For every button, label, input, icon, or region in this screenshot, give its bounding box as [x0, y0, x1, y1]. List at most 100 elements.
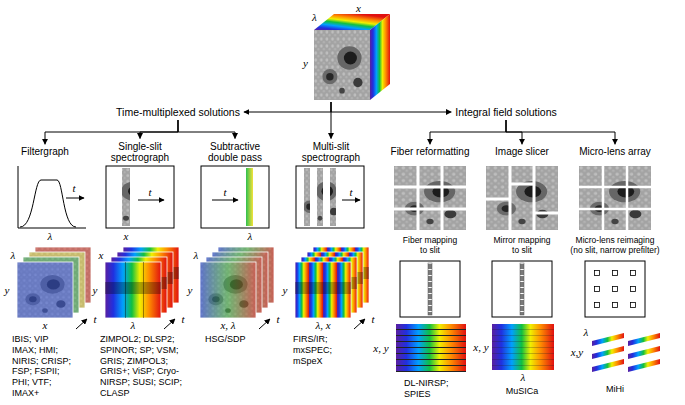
single-slit-panel: [96, 166, 174, 228]
multi-slit-panel: [299, 168, 344, 226]
single-slit-panel: [106, 166, 174, 228]
axis-label: t: [371, 313, 374, 325]
filtergraph-data-stack: [17, 247, 91, 329]
method-heading: Image slicer: [493, 145, 551, 159]
axis-label: t: [276, 313, 279, 325]
caption-text: Micro-lens reimaging (no slit, narrow pr…: [569, 236, 661, 256]
double-pass-panel: [212, 200, 238, 201]
micro-lens-illustration: [628, 346, 660, 359]
axis-label: x,y: [571, 346, 584, 358]
heading-text: Time-multiplexed solutions: [116, 106, 240, 118]
filtergraph-data-stack: [76, 319, 87, 329]
double-pass-panel: [201, 166, 269, 228]
axis-label: λ: [248, 230, 253, 242]
micro-lens-illustration: [592, 346, 624, 359]
heading-text: Micro-lens array: [579, 146, 651, 158]
micro-lens-illustration: [592, 359, 624, 372]
axis-label: y: [303, 57, 308, 69]
axis-label: x: [43, 319, 48, 331]
solar-image-face: [314, 30, 370, 100]
micro-lens-illustration: [579, 166, 651, 230]
image-slicer-illustration: [492, 324, 554, 370]
filter-profile-plot: [20, 180, 76, 227]
axis-label: x, y: [373, 342, 388, 354]
single-slit-data-stack: [143, 262, 144, 318]
micro-lens-illustration: [613, 287, 618, 292]
micro-lens-illustration: [595, 271, 636, 308]
filtergraph-data-stack: [17, 262, 73, 318]
fiber-ifu-illustration: [394, 166, 466, 372]
fiber-ifu-illustration: [394, 166, 466, 230]
caption-text: Mirror mapping to slit: [491, 236, 553, 256]
axis-label: t: [181, 313, 184, 325]
multi-slit-panel: [298, 168, 343, 226]
instrument-list: DL-NIRSP; SPIES: [404, 378, 459, 400]
single-slit-panel: [96, 168, 156, 226]
multi-slit-panel: [296, 166, 364, 228]
connector-arrow: [244, 102, 331, 112]
connector-arrow: [178, 120, 235, 138]
axis-label: t: [72, 182, 75, 194]
double-pass-data-stack: [200, 262, 256, 318]
heading-text: Multi-slit spectrograph: [301, 141, 361, 164]
image-slicer-illustration: [486, 166, 558, 230]
filter-profile-plot: [66, 198, 84, 199]
image-slicer-illustration: [486, 166, 558, 370]
micro-lens-illustration: [579, 166, 651, 230]
instrument-list: FIRS/IR; mxSPEC; mSpeX: [293, 334, 343, 366]
axis-label: x: [99, 249, 104, 261]
micro-lens-illustration: [628, 359, 660, 372]
category-heading: Integral field solutions: [453, 105, 559, 119]
single-slit-data-stack: [105, 262, 161, 318]
axis-label: x, y: [473, 341, 488, 353]
axis-label: y: [188, 284, 193, 296]
fiber-ifu-illustration: [396, 324, 466, 372]
micro-lens-illustration: [631, 271, 636, 276]
single-slit-data-stack: [125, 262, 126, 318]
multi-slit-panel: [298, 168, 343, 226]
method-heading: Multi-slit spectrograph: [299, 140, 363, 165]
axis-label: t: [349, 186, 352, 198]
instrument-list: MuSICa: [506, 386, 539, 397]
heading-text: Filtergraph: [21, 146, 69, 158]
connector-arrow: [430, 120, 506, 144]
micro-lens-illustration: [613, 271, 618, 276]
multi-slit-data-stack: [295, 282, 351, 294]
axis-label: t: [93, 313, 96, 325]
instrument-list: HSG/SDP: [205, 334, 246, 345]
instrument-list: IBIS; VIP IMAX; HMI; NIRIS; CRISP; FSP; …: [12, 334, 74, 399]
axis-label: y: [283, 284, 288, 296]
fiber-ifu-illustration: [394, 166, 466, 230]
axis-label: t: [223, 186, 226, 198]
method-heading: Micro-lens array: [577, 145, 653, 159]
filter-profile-plot: [18, 166, 86, 228]
image-slicer-illustration: [486, 166, 558, 230]
image-slicer-illustration: [486, 166, 558, 230]
multi-slit-data-stack: [295, 247, 369, 329]
axis-label: λ: [584, 326, 589, 338]
heading-text: Integral field solutions: [455, 106, 557, 118]
connector-arrow: [140, 120, 178, 138]
method-heading: Single-slit spectrograph: [108, 140, 172, 165]
data-cube: λxy: [302, 2, 392, 102]
multi-slit-panel: [296, 166, 364, 228]
micro-lens-illustration: [595, 303, 600, 308]
connector-arrow: [506, 120, 615, 144]
axis-label: x: [124, 230, 129, 242]
method-heading: Filtergraph: [19, 145, 71, 159]
multi-slit-panel: [342, 200, 360, 201]
heading-text: Image slicer: [495, 146, 549, 158]
double-pass-data-stack: [259, 319, 270, 329]
fiber-ifu-illustration: [400, 261, 460, 317]
heading-text: Subtractive double pass: [205, 141, 265, 164]
axis-label: y: [5, 284, 10, 296]
single-slit-data-stack: [105, 282, 161, 294]
axis-label: λ: [11, 249, 16, 261]
image-slicer-illustration: [492, 324, 554, 370]
single-slit-panel: [138, 200, 164, 201]
axis-label: λ: [48, 230, 53, 242]
axis-label: x: [356, 2, 361, 14]
heading-text: Fiber reformatting: [391, 146, 470, 158]
method-heading: Fiber reformatting: [389, 145, 472, 159]
connector-arrow: [331, 102, 451, 112]
